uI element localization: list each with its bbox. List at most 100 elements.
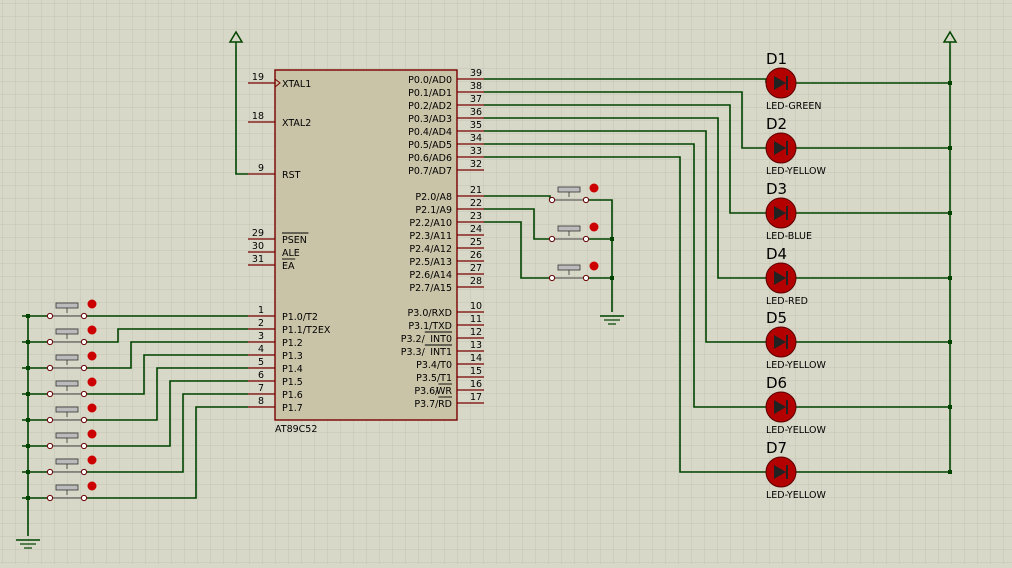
- wire-p2-2: [484, 221, 552, 279]
- ground-terminal-p1: [16, 539, 40, 549]
- wire-p1-4: [86, 367, 248, 421]
- led-triangle: [774, 465, 786, 479]
- pin-name: P0.7/AD7: [408, 166, 452, 177]
- pin-name: PSEN: [282, 235, 307, 246]
- pin-number: 23: [470, 211, 482, 222]
- pin-left-8: 8P1.7: [248, 396, 303, 414]
- pin-number: 11: [470, 314, 482, 325]
- ground-terminal-p2: [600, 315, 624, 325]
- wire-p1-2: [86, 341, 248, 369]
- wire-p1-7: [86, 406, 248, 499]
- pin-number: 10: [470, 301, 482, 312]
- button-terminal: [80, 364, 88, 372]
- button-terminal: [582, 274, 590, 282]
- button-indicator: [87, 299, 97, 309]
- pin-left-7: 7P1.6: [248, 383, 303, 401]
- pin-left-4: 4P1.3: [248, 344, 303, 362]
- button-terminal: [46, 494, 54, 502]
- push-button-icon: [55, 380, 79, 387]
- led-ref: D5: [766, 309, 787, 327]
- led-ref: D1: [766, 50, 787, 68]
- pin-number: 3: [258, 331, 264, 342]
- button-indicator: [87, 377, 97, 387]
- push-button-icon: [55, 354, 79, 361]
- pin-name: ALE: [282, 248, 300, 259]
- pin-left-3: 3P1.2: [248, 331, 303, 349]
- pin-number: 28: [470, 276, 482, 287]
- ic-at89c52: AT89C5219XTAL118XTAL29RST29PSEN30ALE31EA…: [248, 68, 484, 435]
- button-terminal: [46, 468, 54, 476]
- power-terminal-rst: [228, 30, 244, 46]
- button-terminal: [548, 235, 556, 243]
- pin-name: P0.4/AD4: [408, 127, 452, 138]
- power-terminal-leds: [942, 30, 958, 46]
- pin-name: P0.0/AD0: [408, 75, 452, 86]
- pin-number: 2: [258, 318, 264, 329]
- pin-number: 8: [258, 396, 264, 407]
- button-terminal: [46, 312, 54, 320]
- push-button-icon: [557, 264, 581, 271]
- led-type: LED-YELLOW: [766, 425, 826, 436]
- button-p1-7: [46, 481, 97, 502]
- pin-name: P1.2: [282, 338, 303, 349]
- wire-p1-1: [86, 328, 248, 343]
- pin-number: 35: [470, 120, 482, 131]
- wire-led-D4: [484, 117, 766, 279]
- pin-number: 17: [470, 392, 482, 403]
- button-p2-2: [548, 261, 599, 282]
- pin-name: P2.6/A14: [409, 270, 452, 281]
- button-p2-0: [548, 183, 599, 204]
- pin-number: 13: [470, 340, 482, 351]
- pin-number: 29: [252, 228, 264, 239]
- button-indicator: [87, 455, 97, 465]
- button-terminal: [80, 312, 88, 320]
- button-terminal: [80, 442, 88, 450]
- pin-left-6: 6P1.5: [248, 370, 303, 388]
- led-triangle: [774, 76, 786, 90]
- pin-number: 25: [470, 237, 482, 248]
- pin-number: 32: [470, 159, 482, 170]
- led-triangle: [774, 206, 786, 220]
- button-p1-4: [46, 403, 97, 424]
- wire-p1-6: [86, 393, 248, 473]
- pin-name-suffix: WR: [436, 386, 452, 397]
- pin-name: P0.2/AD2: [408, 101, 452, 112]
- pin-number: 12: [470, 327, 482, 338]
- pin-number: 19: [252, 72, 264, 83]
- pin-number: 30: [252, 241, 264, 252]
- button-terminal: [46, 390, 54, 398]
- pin-number: 5: [258, 357, 264, 368]
- button-terminal: [80, 494, 88, 502]
- pin-name: P2.1/A9: [415, 205, 452, 216]
- button-indicator: [87, 481, 97, 491]
- pin-name: P2.5/A13: [409, 257, 452, 268]
- pin-number: 18: [252, 111, 264, 122]
- wires-layer: [22, 46, 952, 536]
- wire-p1-3: [86, 354, 248, 395]
- pin-number: 15: [470, 366, 482, 377]
- pin-name: P0.5/AD5: [408, 140, 452, 151]
- push-button-icon: [55, 432, 79, 439]
- pin-number: 36: [470, 107, 482, 118]
- led-ref: D6: [766, 374, 787, 392]
- push-button-icon: [557, 186, 581, 193]
- led-triangle: [774, 335, 786, 349]
